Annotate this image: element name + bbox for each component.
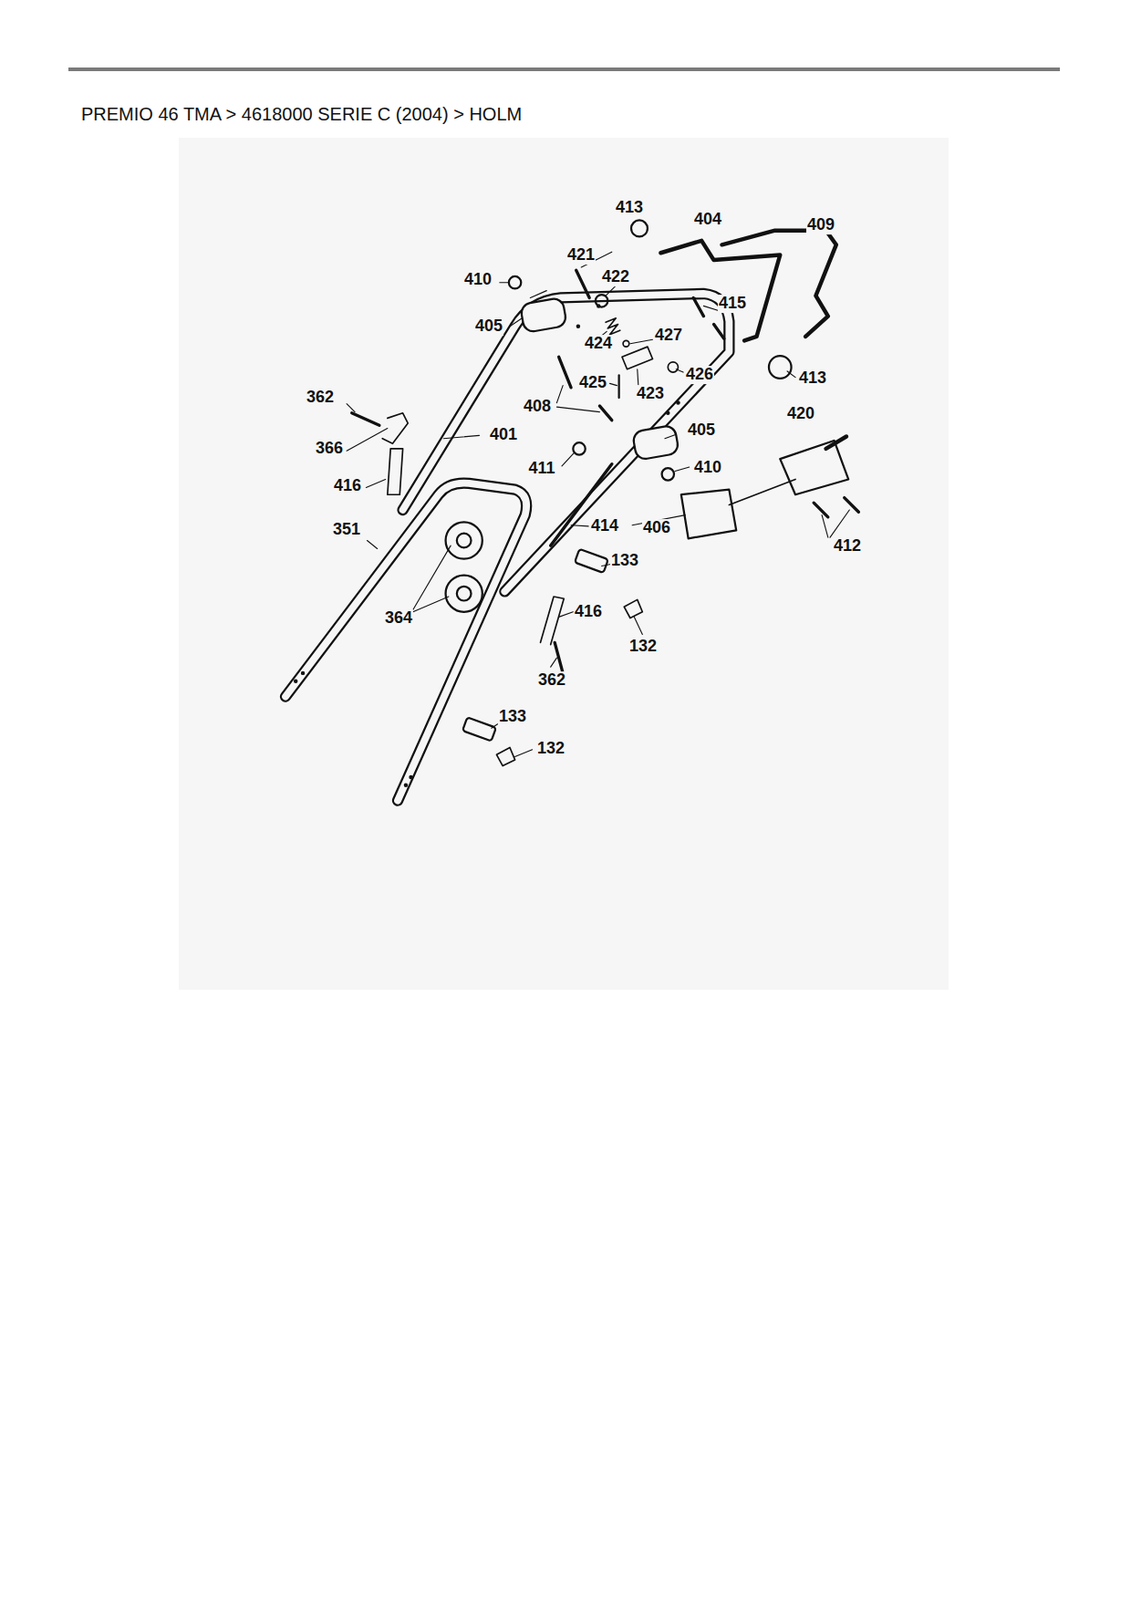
callout-number: 422 — [601, 268, 631, 287]
callout-number: 412 — [832, 537, 862, 556]
callout-number: 424 — [583, 334, 613, 353]
callout-number: 406 — [642, 518, 672, 538]
callout-number: 132 — [628, 637, 658, 656]
callout-number: 414 — [590, 517, 620, 536]
callout-number: 427 — [653, 326, 684, 345]
page-title: PREMIO 46 TMA > 4618000 SERIE C (2004) >… — [81, 103, 522, 125]
callout-number: 425 — [578, 373, 608, 393]
callout-number: 416 — [332, 477, 363, 496]
callout-number: 410 — [693, 458, 723, 478]
callout-number: 415 — [717, 294, 748, 313]
callout-number: 421 — [566, 246, 596, 265]
callout-number: 133 — [610, 551, 640, 571]
callout-number: 420 — [786, 404, 816, 424]
callout-number: 132 — [536, 739, 566, 758]
callout-number: 362 — [305, 388, 335, 407]
callout-number: 416 — [573, 602, 603, 622]
callout-number: 405 — [474, 317, 504, 336]
callout-number: 411 — [527, 459, 556, 478]
callout-number: 423 — [635, 384, 665, 404]
callout-number: 364 — [383, 609, 414, 628]
callout-number: 408 — [522, 397, 552, 416]
callout-number: 426 — [684, 365, 715, 384]
callout-number: 401 — [488, 425, 519, 445]
callout-number: 404 — [693, 210, 723, 229]
callout-number: 413 — [798, 369, 828, 388]
callout-number: 351 — [332, 520, 362, 540]
callout-number: 366 — [314, 439, 344, 458]
callout-number: 410 — [463, 270, 493, 290]
callout-number: 413 — [614, 198, 644, 218]
callout-number: 409 — [806, 216, 836, 235]
callout-number: 362 — [537, 671, 567, 690]
callout-number: 133 — [498, 707, 528, 727]
callout-number: 405 — [686, 421, 716, 440]
